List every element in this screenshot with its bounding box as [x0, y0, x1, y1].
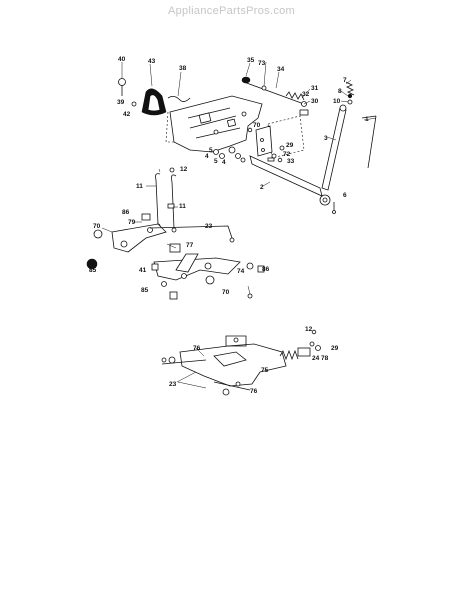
callout-85a: 85 — [89, 267, 97, 274]
callout-34: 34 — [277, 66, 285, 73]
callout-4a: 4 — [205, 153, 209, 160]
callout-8: 8 — [338, 88, 342, 95]
handle-knob — [118, 78, 167, 116]
rear-hanger-bracket — [153, 257, 241, 281]
frame-plate — [165, 95, 263, 153]
callout-38: 38 — [179, 65, 187, 72]
handle-rod — [361, 115, 377, 169]
callout-11a: 11 — [136, 183, 143, 190]
callout-41: 41 — [139, 267, 147, 274]
callout-72: 72 — [283, 151, 291, 158]
callout-10: 10 — [333, 98, 341, 105]
lift-rod-assembly — [241, 76, 309, 116]
callout-12b: 12 — [305, 326, 313, 333]
callout-78: 78 — [321, 355, 329, 362]
callout-40: 40 — [118, 56, 126, 63]
callout-23a: 23 — [205, 223, 213, 230]
deck-plate — [179, 343, 287, 387]
callout-30: 30 — [311, 98, 319, 105]
callout-79: 79 — [128, 219, 136, 226]
callout-76b: 76 — [250, 388, 258, 395]
washer — [279, 145, 285, 151]
callout-23b: 23 — [169, 381, 177, 388]
callout-7: 7 — [343, 77, 347, 84]
front-hanger-bracket — [111, 223, 167, 253]
rod-spring — [285, 91, 305, 101]
callout-29b: 29 — [331, 345, 339, 352]
watermark: AppliancePartsPros.com — [167, 5, 296, 17]
callout-76a: 76 — [193, 345, 201, 352]
upper-spring — [345, 81, 355, 96]
spring-pin — [345, 81, 355, 105]
callout-75: 75 — [261, 367, 269, 374]
nut-70 — [93, 229, 103, 239]
callout-35: 35 — [247, 57, 255, 64]
nut — [261, 85, 267, 91]
reference-outline — [267, 115, 305, 159]
knob — [241, 76, 251, 84]
callout-74: 74 — [237, 268, 245, 275]
hook — [167, 96, 191, 102]
callout-2: 2 — [260, 184, 264, 191]
lower-rod-a — [161, 359, 207, 365]
callout-86b: 86 — [262, 266, 270, 273]
callout-5b: 5 — [214, 158, 218, 165]
callout-77: 77 — [186, 242, 194, 249]
deck-plate-assembly — [161, 329, 321, 396]
callout-4b: 4 — [222, 159, 226, 166]
callout-73: 73 — [258, 60, 266, 67]
connecting-rod — [149, 225, 233, 239]
leader-lines — [101, 61, 377, 389]
callout-86a: 86 — [122, 209, 130, 216]
lift-link-right — [171, 174, 177, 229]
callout-33: 33 — [287, 158, 295, 165]
callout-11b: 11 — [179, 203, 186, 210]
callout-5a: 5 — [209, 147, 213, 154]
callout-1: 1 — [365, 116, 369, 123]
callout-29a: 29 — [286, 142, 294, 149]
lift-link-left — [155, 173, 161, 225]
lower-rod-b — [213, 381, 251, 391]
lift-shaft — [249, 125, 323, 197]
bolt-head — [118, 78, 126, 86]
callout-43: 43 — [148, 58, 156, 65]
callout-85b: 85 — [141, 287, 149, 294]
callout-70b: 70 — [253, 122, 261, 129]
washers-and-nuts — [213, 146, 246, 163]
callout-32: 32 — [302, 91, 310, 98]
callout-70a: 70 — [93, 223, 101, 230]
callout-12a: 12 — [180, 166, 188, 173]
callout-70c: 70 — [222, 289, 230, 296]
callout-6: 6 — [343, 192, 347, 199]
lower-spring — [279, 349, 299, 361]
callout-24: 24 — [312, 355, 320, 362]
lift-assembly-upper — [118, 76, 377, 214]
callout-3: 3 — [324, 135, 328, 142]
bushing-41 — [169, 291, 178, 300]
callout-labels: 1 2 3 4 4 5 5 6 7 8 10 11 11 12 12 23 23… — [89, 56, 369, 395]
callout-42: 42 — [123, 111, 131, 118]
deck-lift-links — [86, 167, 265, 300]
bracket-78 — [297, 347, 311, 357]
cap-85 — [86, 258, 98, 270]
callout-31: 31 — [311, 85, 319, 92]
callout-39: 39 — [117, 99, 125, 106]
lift-lever — [319, 104, 347, 206]
